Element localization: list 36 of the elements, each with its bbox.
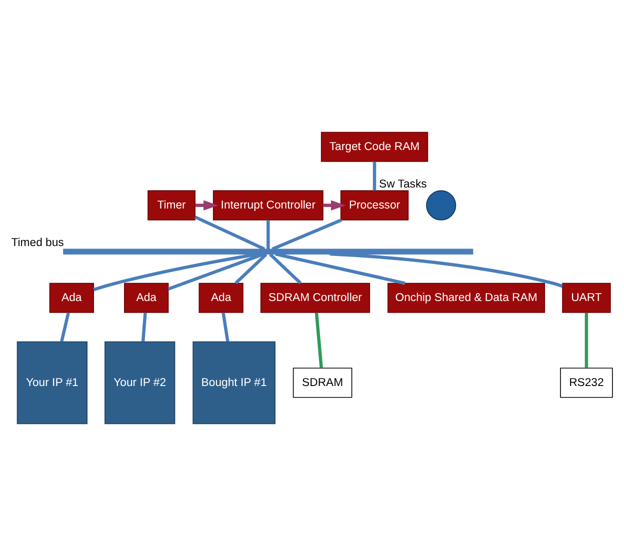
node-box: UART (562, 282, 611, 313)
node-box: Processor (340, 190, 409, 220)
node-label: Sw Tasks (379, 178, 427, 191)
arrow (323, 200, 346, 210)
node-box: SDRAM Controller (260, 282, 370, 313)
connector (275, 252, 406, 285)
node-box: SDRAM (292, 368, 352, 398)
node-box: Target Code RAM (320, 132, 428, 162)
connector (330, 252, 563, 288)
arrow (195, 200, 218, 210)
node-box: RS232 (560, 368, 613, 398)
node-box: Timer (148, 190, 196, 220)
node-box: Bought IP #1 (192, 341, 276, 424)
node-box: Interrupt Controller (212, 190, 324, 220)
node-box: Your IP #1 (16, 341, 88, 424)
node-box: Ada (198, 282, 244, 313)
connector (584, 312, 588, 368)
node-label: Timed bus (11, 237, 64, 250)
node-box: Onchip Shared & Data RAM (388, 282, 546, 313)
connector (272, 218, 342, 251)
node-bar (63, 248, 474, 254)
node-box: Ada (124, 282, 169, 313)
connector (266, 220, 270, 250)
connector (194, 216, 266, 251)
node-box: Ada (49, 282, 94, 313)
node-box: Your IP #2 (104, 341, 176, 424)
connector (234, 253, 268, 284)
connector (222, 312, 230, 342)
connector (141, 312, 147, 342)
connector (372, 162, 376, 191)
connector (314, 312, 323, 368)
node-circle (426, 190, 456, 220)
connector (93, 252, 258, 292)
connector (168, 252, 264, 291)
connector (60, 312, 70, 342)
connector (269, 253, 302, 284)
